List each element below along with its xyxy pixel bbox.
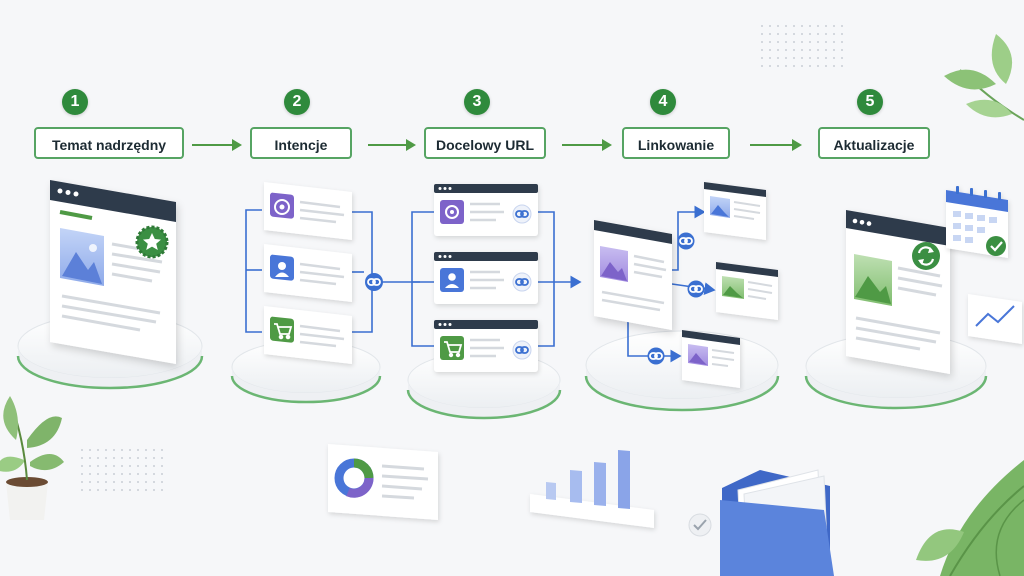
step-5-label: Aktualizacje — [818, 127, 930, 159]
plant-icon — [0, 396, 64, 520]
donut-chart-icon — [334, 458, 374, 498]
intent-card-target — [264, 182, 352, 240]
url-card-target — [434, 184, 538, 236]
step-4-label: Linkowanie — [622, 127, 730, 159]
target-icon — [274, 199, 290, 215]
linking-subpage-blue — [704, 182, 766, 240]
check-icon — [688, 513, 712, 537]
step-arrows — [192, 139, 802, 151]
donut-chart-card — [328, 444, 438, 520]
refresh-icon — [912, 242, 940, 270]
step-5-number: 5 — [857, 89, 883, 115]
step-2-label: Intencje — [250, 127, 352, 159]
linking-main-page — [594, 220, 672, 330]
leaf-icon — [944, 34, 1024, 121]
step-2-number: 2 — [284, 89, 310, 115]
step-1-label: Temat nadrzędny — [34, 127, 184, 159]
shopping-cart-icon — [274, 323, 293, 340]
calendar-check-icon — [946, 186, 1008, 258]
step-3-number: 3 — [464, 89, 490, 115]
intent-card-user — [264, 244, 352, 302]
intent-card-cart — [264, 306, 352, 364]
leaf-icon — [916, 460, 1024, 576]
line-chart-icon — [968, 294, 1022, 344]
primary-topic-page — [50, 180, 176, 364]
dot-pattern — [760, 20, 844, 68]
bar-chart-icon — [530, 450, 654, 528]
dot-pattern — [78, 448, 164, 496]
linking-subpage-purple — [682, 330, 740, 388]
linking-subpage-green — [716, 262, 778, 320]
url-card-cart — [434, 320, 538, 372]
url-card-user — [434, 252, 538, 304]
link-icon — [365, 273, 383, 291]
star-badge-icon — [135, 225, 169, 259]
step-4-number: 4 — [650, 89, 676, 115]
step-3-label: Docelowy URL — [424, 127, 546, 159]
user-icon — [275, 262, 289, 277]
folder-icon — [720, 469, 834, 576]
step-1-number: 1 — [62, 89, 88, 115]
image-icon — [60, 228, 104, 286]
updated-page — [846, 210, 950, 374]
url-connectors — [411, 211, 582, 347]
link-icon — [647, 232, 705, 365]
